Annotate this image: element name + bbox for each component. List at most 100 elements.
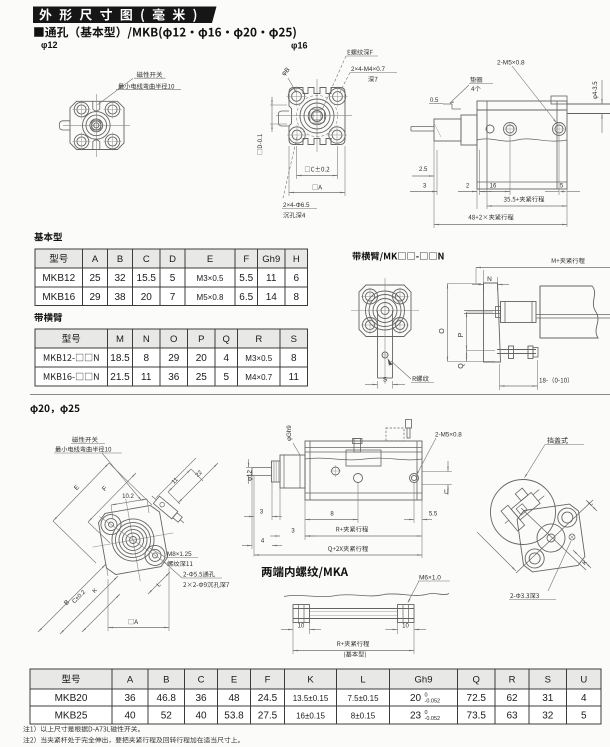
svg-text:46.8: 46.8 (157, 693, 177, 704)
svg-text:M3×0.5: M3×0.5 (245, 354, 272, 363)
svg-text:4: 4 (581, 693, 587, 704)
svg-text:72.5: 72.5 (467, 693, 487, 704)
svg-text:5: 5 (223, 372, 229, 383)
svg-text:14: 14 (266, 292, 278, 303)
svg-text:D: D (169, 254, 176, 265)
svg-text:27.5: 27.5 (258, 711, 278, 722)
svg-text:B: B (63, 599, 71, 607)
svg-text:L: L (156, 582, 163, 589)
svg-text:B: B (163, 675, 169, 686)
svg-text:Q: Q (223, 334, 230, 345)
svg-text:φ4-3.5: φ4-3.5 (593, 81, 599, 99)
svg-text:C: C (143, 254, 150, 265)
svg-text:20: 20 (196, 353, 208, 364)
svg-text:36: 36 (168, 372, 180, 383)
svg-text:5.5: 5.5 (239, 273, 253, 284)
svg-text:16: 16 (490, 184, 497, 190)
svg-text:2-M5×0.8: 2-M5×0.8 (435, 432, 462, 439)
svg-text:0.5: 0.5 (430, 98, 439, 104)
svg-text:22: 22 (195, 469, 204, 478)
svg-text:L: L (588, 501, 595, 508)
svg-text:36: 36 (124, 693, 136, 704)
svg-text:21.5: 21.5 (110, 372, 130, 383)
svg-text:18.5: 18.5 (110, 353, 130, 364)
svg-text:5: 5 (581, 711, 587, 722)
svg-text:13.5±0.15: 13.5±0.15 (293, 694, 329, 703)
svg-text:M: M (116, 334, 124, 345)
svg-text:MKB25: MKB25 (55, 711, 88, 722)
svg-text:F: F (265, 675, 271, 686)
svg-text:S: S (383, 377, 388, 384)
svg-text:2×4-M4×0.7: 2×4-M4×0.7 (351, 66, 385, 73)
svg-text:φB: φB (280, 66, 291, 77)
svg-text:R: R (509, 675, 516, 686)
svg-text:40: 40 (195, 711, 207, 722)
svg-text:4: 4 (223, 353, 229, 364)
svg-text:φ12: φ12 (41, 40, 57, 50)
svg-text:MKB12: MKB12 (42, 273, 75, 284)
svg-text:K: K (307, 675, 314, 686)
svg-text:0: 0 (425, 693, 428, 699)
svg-text:10: 10 (298, 624, 305, 630)
svg-text:29: 29 (89, 292, 101, 303)
svg-text:F: F (243, 254, 249, 265)
svg-text:10: 10 (402, 624, 409, 630)
svg-text:3: 3 (423, 184, 427, 190)
svg-text:11: 11 (141, 372, 152, 383)
svg-text:11: 11 (289, 372, 300, 383)
svg-text:M3×0.5: M3×0.5 (197, 274, 224, 283)
svg-text:A: A (92, 254, 99, 265)
svg-text:2.5: 2.5 (419, 167, 428, 173)
svg-text:A: A (127, 675, 134, 686)
svg-text:20: 20 (141, 292, 153, 303)
svg-text:φGh9: φGh9 (286, 425, 293, 441)
svg-text:φ12: φ12 (247, 470, 254, 481)
svg-text:φ16: φ16 (291, 41, 307, 51)
svg-text:8: 8 (291, 353, 297, 364)
svg-text:25: 25 (89, 273, 101, 284)
svg-text:E: E (207, 254, 213, 265)
svg-text:S: S (291, 334, 297, 345)
svg-text:16±0.15: 16±0.15 (296, 712, 325, 721)
svg-text:B: B (117, 254, 123, 265)
svg-text:10.2: 10.2 (122, 494, 134, 500)
svg-text:N: N (487, 276, 492, 283)
svg-text:6: 6 (293, 273, 299, 284)
svg-text:-0.052: -0.052 (425, 716, 441, 722)
svg-text:8±0.15: 8±0.15 (351, 712, 376, 721)
svg-text:M5×0.8: M5×0.8 (197, 293, 224, 302)
svg-text:20: 20 (410, 693, 422, 704)
svg-text:40: 40 (124, 711, 136, 722)
svg-text:U: U (580, 675, 587, 686)
svg-text:7.5±0.15: 7.5±0.15 (347, 694, 379, 703)
svg-text:O: O (170, 334, 177, 345)
svg-text:P: P (198, 334, 204, 345)
svg-text:38: 38 (114, 292, 126, 303)
svg-text:7: 7 (170, 292, 176, 303)
svg-text:29: 29 (168, 353, 180, 364)
svg-text:5: 5 (560, 184, 564, 190)
svg-text:3: 3 (291, 529, 295, 535)
svg-text:15.5: 15.5 (137, 273, 157, 284)
svg-text:MKB20: MKB20 (55, 693, 88, 704)
svg-text:E: E (231, 675, 237, 686)
svg-text:M8×1.25: M8×1.25 (167, 551, 192, 558)
svg-text:Gh9: Gh9 (262, 254, 280, 265)
svg-text:31: 31 (542, 693, 554, 704)
svg-text:8: 8 (143, 353, 149, 364)
svg-text:E: E (73, 483, 81, 491)
svg-text:-0.052: -0.052 (425, 699, 441, 705)
svg-text:0: 0 (425, 710, 428, 716)
svg-text:36: 36 (195, 693, 207, 704)
svg-text:C: C (198, 675, 205, 686)
svg-text:P: P (458, 332, 465, 337)
svg-text:M4×0.7: M4×0.7 (245, 373, 272, 382)
svg-text:Gh9: Gh9 (415, 675, 433, 686)
svg-text:Q: Q (473, 675, 480, 686)
svg-text:5: 5 (170, 273, 176, 284)
svg-text:U: U (444, 489, 449, 496)
svg-text:8: 8 (330, 512, 334, 518)
svg-text:R: R (255, 334, 262, 345)
svg-text:24.5: 24.5 (258, 693, 278, 704)
svg-text:K: K (92, 588, 99, 595)
